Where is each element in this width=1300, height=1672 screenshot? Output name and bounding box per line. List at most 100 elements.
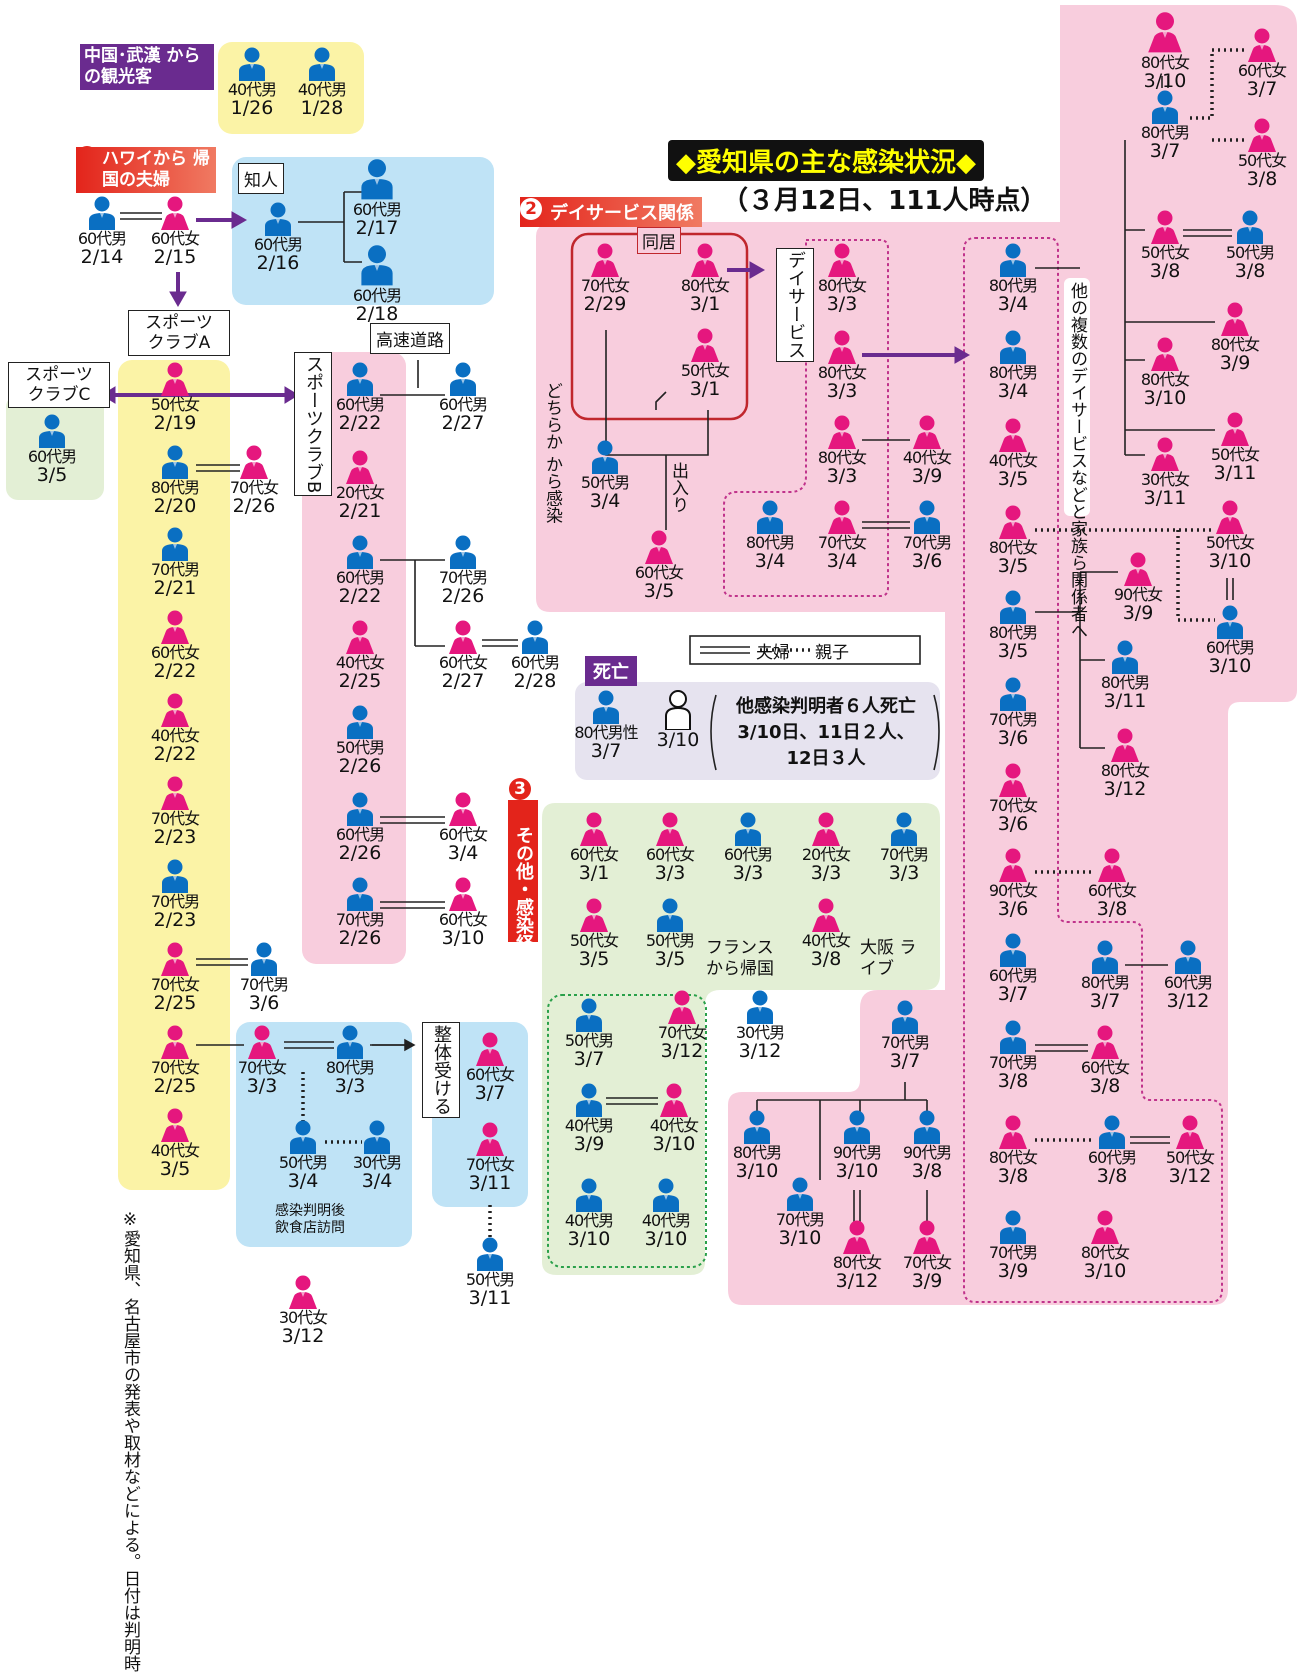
person-female-icon <box>140 610 210 644</box>
doukyo-label: 同居 <box>637 227 681 254</box>
person-age-sex: 60代男 <box>352 200 402 219</box>
person-outline-icon <box>643 690 713 730</box>
person-date: 3/12 <box>835 1270 879 1292</box>
legend-fufu: 夫婦 <box>756 643 790 663</box>
osaka-label: 大阪 ライブ <box>860 938 917 979</box>
other-dayservice-label: 他の複数のデイサービスなどと家族ら関係者へ <box>1064 278 1090 639</box>
person-age-sex: 60代男 <box>335 568 385 587</box>
dayservice-label: デイサービス <box>776 248 814 362</box>
person-age-sex: 70代女 <box>237 1058 287 1077</box>
person-date: 3/10 <box>1143 70 1187 92</box>
person-date: 3/10 <box>1208 655 1252 677</box>
person-date: 3/9 <box>911 465 943 487</box>
person-date: 2/20 <box>153 495 197 517</box>
person-date: 3/7 <box>474 1082 506 1104</box>
person-male-icon <box>554 1178 624 1212</box>
person-date: 3/8 <box>810 948 842 970</box>
person-male-icon <box>978 1210 1048 1244</box>
person-age-sex: 90代男 <box>832 1143 882 1162</box>
person-age-sex: 20代女 <box>335 483 385 502</box>
person-age-sex: 60代女 <box>438 910 488 929</box>
person-female-icon <box>559 898 629 932</box>
person-date: 3/11 <box>1103 690 1147 712</box>
person-age-sex: 80代女 <box>817 276 867 295</box>
chijin-label: 知人 <box>238 163 284 194</box>
person-date: 2/18 <box>355 303 399 325</box>
person-age-sex: 40代女 <box>150 1141 200 1160</box>
person-date: 3/12 <box>738 1040 782 1062</box>
person-male-icon <box>455 1237 525 1271</box>
person-age-sex: 50代男 <box>278 1153 328 1172</box>
person-age-sex: 50代男 <box>564 1031 614 1050</box>
person-female-icon <box>1077 848 1147 882</box>
person-date: 3/3 <box>826 293 858 315</box>
person-date: 3/4 <box>997 380 1029 402</box>
person-age-sex: 40代男 <box>297 80 347 99</box>
person-male-icon <box>571 690 641 724</box>
badge-2: 2 <box>520 198 542 220</box>
person-date: 2/15 <box>153 246 197 268</box>
person-date: 3/11 <box>1143 487 1187 509</box>
person-date: 3/7 <box>1149 140 1181 162</box>
person-male-icon <box>1077 1115 1147 1149</box>
person-age-sex: 60代男 <box>77 229 127 248</box>
person-age-sex: 40代男 <box>227 80 277 99</box>
person-female-icon <box>140 693 210 727</box>
person-date: 3/1 <box>578 862 610 884</box>
person-female-icon <box>1103 552 1173 586</box>
person-female-icon <box>1200 302 1270 336</box>
person-female-icon <box>428 877 498 911</box>
person-date: 3/5 <box>643 580 675 602</box>
person-date: 3/8 <box>911 1160 943 1182</box>
person-age-sex: 50代男 <box>580 473 630 492</box>
person-age-sex: 50代男 <box>645 931 695 950</box>
club-c-label: スポーツ クラブC <box>8 362 110 408</box>
person-male-icon <box>570 440 640 474</box>
person-age-sex: 80代男 <box>150 478 200 497</box>
person-date: 3/8 <box>1096 1165 1128 1187</box>
person-date: 2/26 <box>338 842 382 864</box>
person-date: 3/8 <box>1149 260 1181 282</box>
person-male-icon <box>978 243 1048 277</box>
person-age-sex: 60代男 <box>988 966 1038 985</box>
person-age-sex: 20代女 <box>801 845 851 864</box>
person-date: 2/28 <box>513 670 557 692</box>
person-female-icon <box>807 330 877 364</box>
person-age-sex: 80代女 <box>817 363 867 382</box>
person-age-sex: 40代男 <box>564 1116 614 1135</box>
person-date: 3/3 <box>654 862 686 884</box>
person-date: 3/3 <box>334 1075 366 1097</box>
person-age-sex: 60代女 <box>1080 1058 1130 1077</box>
person-date: 2/22 <box>338 585 382 607</box>
person-female-icon <box>455 1122 525 1156</box>
person-date: 3/10 <box>644 1228 688 1250</box>
person-age-sex: 70代女 <box>229 478 279 497</box>
person-age-sex: 50代女 <box>1237 151 1287 170</box>
